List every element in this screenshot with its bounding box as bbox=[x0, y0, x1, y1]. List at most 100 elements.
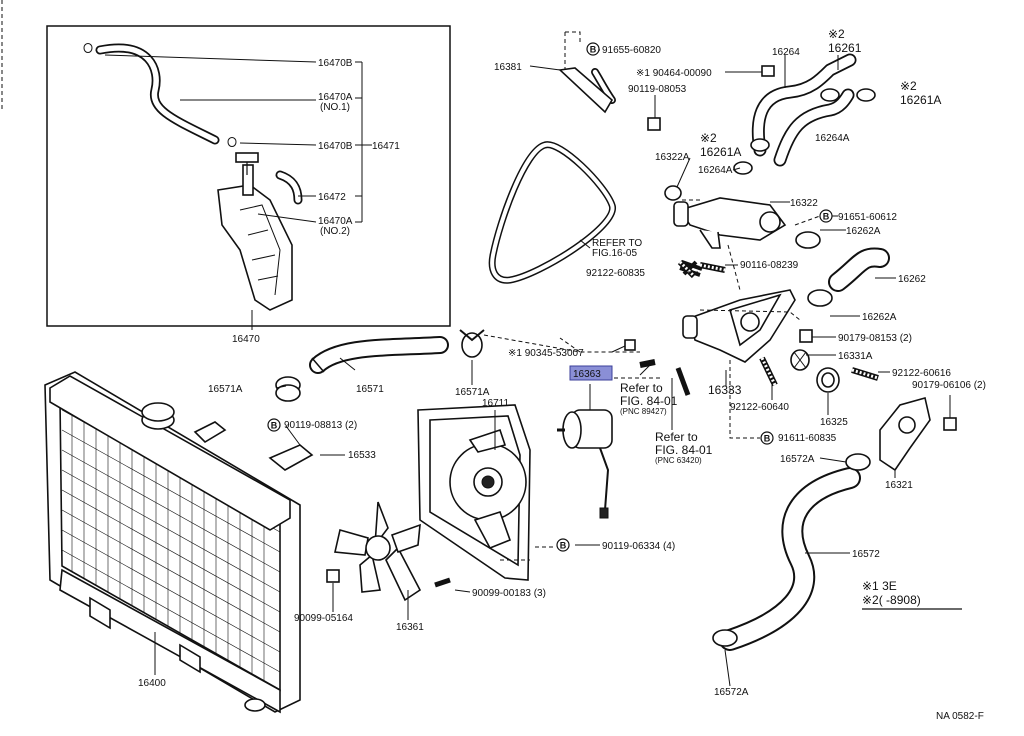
clamp-icon bbox=[845, 453, 871, 471]
label-16572a-top: 16572A bbox=[780, 454, 815, 465]
label-90116-08239: 90116-08239 bbox=[740, 260, 799, 271]
radiator bbox=[44, 371, 301, 714]
radiator-inlet bbox=[193, 421, 227, 444]
label-16264a-left: 16264A bbox=[698, 165, 733, 176]
legend-line2: ※2( -8908) bbox=[862, 593, 921, 607]
label-refer-8401a-line1: Refer to bbox=[620, 381, 663, 395]
label-16261-star: ※2 bbox=[828, 27, 845, 41]
bolt-markers: B B B B B bbox=[267, 42, 833, 552]
label-16262a-top: 16262A bbox=[846, 226, 881, 237]
thermostat-housing-16333 bbox=[682, 289, 796, 363]
clip-icon bbox=[227, 137, 237, 147]
label-16571a-right: 16571A bbox=[455, 387, 490, 398]
fan-motor bbox=[557, 409, 613, 519]
label-92122-60835: 92122-60835 bbox=[586, 268, 645, 279]
water-outlet-16322 bbox=[673, 197, 787, 249]
b-marker-text: B bbox=[823, 212, 830, 222]
label-16571a-left: 16571A bbox=[208, 384, 243, 395]
label-16533: 16533 bbox=[348, 450, 376, 461]
label-16331a: 16331A bbox=[838, 351, 873, 362]
b-marker-icon: B bbox=[760, 431, 774, 445]
stay-16381 bbox=[558, 67, 614, 114]
inset-frame bbox=[46, 25, 451, 327]
legend-line1: ※1 3E bbox=[862, 579, 897, 593]
label-92122-60616: 92122-60616 bbox=[892, 368, 951, 379]
radiator-upper-hose bbox=[309, 336, 449, 374]
label-16262a-bottom: 16262A bbox=[862, 312, 897, 323]
label-16325: 16325 bbox=[820, 417, 848, 428]
label-16264a-right: 16264A bbox=[815, 133, 850, 144]
label-refer-8401b-line3: (PNC 63420) bbox=[655, 456, 702, 465]
b-marker-text: B bbox=[590, 45, 597, 55]
radiator-top-tank bbox=[49, 375, 291, 531]
b-marker-icon: B bbox=[556, 538, 570, 552]
clip-icon bbox=[83, 43, 93, 53]
fasteners bbox=[326, 65, 957, 588]
label-90179-06106: 90179-06106 (2) bbox=[912, 380, 986, 391]
label-16471: 16471 bbox=[372, 141, 400, 152]
lower-hose bbox=[719, 467, 861, 651]
label-16470a-no2-sub: (NO.2) bbox=[320, 226, 350, 237]
label-90119-08813: 90119-08813 (2) bbox=[284, 420, 357, 431]
label-16363: 16363 bbox=[573, 369, 601, 380]
heater-hoses bbox=[751, 53, 857, 167]
label-16381: 16381 bbox=[494, 62, 522, 73]
label-16322a: 16322A bbox=[655, 152, 690, 163]
label-16322: 16322 bbox=[790, 198, 818, 209]
reservoir-inset bbox=[46, 25, 451, 330]
gasket-16331A bbox=[790, 349, 810, 371]
label-16470b-top: 16470B bbox=[318, 58, 353, 69]
label-16262: 16262 bbox=[898, 274, 926, 285]
cooling-fan bbox=[334, 501, 422, 602]
b-marker-icon: B bbox=[819, 209, 833, 223]
label-16261a-right: 16261A bbox=[900, 93, 941, 107]
label-16572a-bottom: 16572A bbox=[714, 687, 749, 698]
label-91651-60612: 91651-60612 bbox=[838, 212, 897, 223]
bracket-16533 bbox=[268, 444, 314, 471]
label-16261a-right-star: ※2 bbox=[900, 79, 917, 93]
b-marker-icon: B bbox=[267, 418, 281, 432]
highlight-16363 bbox=[569, 365, 613, 381]
label-16572: 16572 bbox=[852, 549, 880, 560]
clamp-icon bbox=[712, 629, 738, 647]
label-refer-8401b-line1: Refer to bbox=[655, 430, 698, 444]
b-marker-icon: B bbox=[586, 42, 600, 56]
bypass-hose bbox=[828, 247, 890, 292]
label-90099-05164: 90099-05164 bbox=[294, 613, 353, 624]
label-16333: 16333 bbox=[708, 383, 742, 397]
label-16571: 16571 bbox=[356, 384, 384, 395]
label-90119-06334: 90119-06334 (4) bbox=[602, 541, 675, 552]
label-90345-53007: ※1 90345-53007 bbox=[508, 348, 584, 359]
clamp-icon bbox=[856, 88, 876, 102]
label-refer-8401a-line2: FIG. 84-01 bbox=[620, 394, 678, 408]
label-90179-08153: 90179-08153 (2) bbox=[838, 333, 912, 344]
clamp-icon bbox=[795, 231, 821, 249]
label-16264: 16264 bbox=[772, 47, 800, 58]
label-16472: 16472 bbox=[318, 192, 346, 203]
label-92122-60640: 92122-60640 bbox=[730, 402, 789, 413]
clamp-icon bbox=[820, 88, 840, 102]
b-marker-text: B bbox=[764, 434, 771, 444]
label-90119-08053: 90119-08053 bbox=[628, 84, 687, 95]
label-refer-1605-line1: REFER TO bbox=[592, 238, 642, 249]
clamp-icon bbox=[750, 138, 770, 152]
clamp-icon bbox=[733, 161, 753, 175]
label-90464-00090: ※1 90464-00090 bbox=[636, 68, 712, 79]
label-16361: 16361 bbox=[396, 622, 424, 633]
o-ring-16322A bbox=[664, 185, 682, 201]
clamp-icon bbox=[461, 332, 483, 358]
clamp-icon bbox=[807, 289, 833, 307]
label-refer-8401a-line3: (PNC 89427) bbox=[620, 407, 667, 416]
label-91611-60835: 91611-60835 bbox=[778, 433, 837, 444]
label-16400: 16400 bbox=[138, 678, 166, 689]
label-refer-1605-line2: FIG.16-05 bbox=[592, 248, 637, 259]
radiator-bottom-tank bbox=[59, 568, 281, 714]
label-16711: 16711 bbox=[482, 398, 510, 409]
fan-shroud bbox=[417, 404, 531, 581]
thermostat-16325 bbox=[816, 367, 840, 393]
label-16261: 16261 bbox=[828, 41, 862, 55]
overflow-tube bbox=[95, 43, 303, 205]
label-16470a-no1-sub: (NO.1) bbox=[320, 102, 350, 113]
v-belt bbox=[488, 141, 616, 284]
